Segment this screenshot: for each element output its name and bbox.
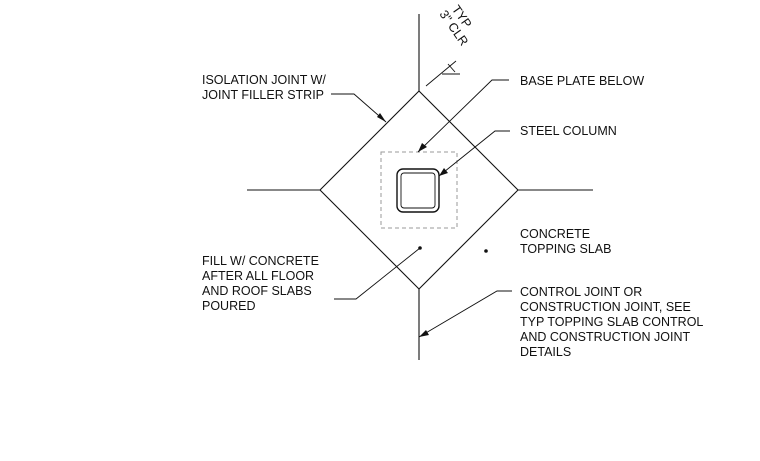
isolation-joint-callout: ISOLATION JOINT W/ JOINT FILLER STRIP	[202, 73, 387, 123]
isolation-joint-arrow	[377, 113, 386, 122]
base-plate-arrow	[418, 143, 427, 152]
base-plate-label: BASE PLATE BELOW	[520, 74, 644, 88]
fill-concrete-callout: FILL W/ CONCRETE AFTER ALL FLOOR AND ROO…	[202, 246, 422, 313]
topping-slab-dot	[484, 249, 488, 253]
clearance-dimension-tick	[447, 63, 456, 73]
topping-slab-callout: CONCRETE TOPPING SLAB	[484, 227, 611, 256]
clearance-dimension-line	[425, 60, 457, 87]
control-joint-callout: CONTROL JOINT OR CONSTRUCTION JOINT, SEE…	[418, 285, 703, 359]
isolation-joint-label-line1: ISOLATION JOINT W/	[202, 73, 326, 87]
fill-concrete-label-line1: FILL W/ CONCRETE	[202, 254, 319, 268]
control-joint-label-line3: TYP TOPPING SLAB CONTROL	[520, 315, 703, 329]
control-joint-label-line1: CONTROL JOINT OR	[520, 285, 642, 299]
base-plate-outline	[380, 151, 458, 229]
isolation-joint-leader	[331, 93, 387, 123]
steel-column-callout: STEEL COLUMN	[438, 124, 617, 177]
control-joint-label-line5: DETAILS	[520, 345, 571, 359]
isolation-joint-diamond	[319, 90, 519, 290]
steel-column-inner	[400, 172, 436, 209]
steel-column-outer	[396, 168, 440, 213]
fill-concrete-label-line3: AND ROOF SLABS	[202, 284, 312, 298]
control-joint-label-line2: CONSTRUCTION JOINT, SEE	[520, 300, 691, 314]
base-plate-leader	[417, 79, 509, 153]
steel-column-arrow	[439, 168, 448, 176]
control-joint-leader	[418, 290, 512, 338]
fill-concrete-label-line2: AFTER ALL FLOOR	[202, 269, 314, 283]
control-joint-label-line4: AND CONSTRUCTION JOINT	[520, 330, 691, 344]
topping-slab-label-line1: CONCRETE	[520, 227, 590, 241]
steel-column-leader	[438, 130, 510, 177]
control-joint-arrow	[419, 330, 429, 337]
steel-column-label: STEEL COLUMN	[520, 124, 617, 138]
base-plate-callout: BASE PLATE BELOW	[417, 74, 644, 153]
fill-concrete-leader	[334, 247, 421, 300]
fill-concrete-label-line4: POURED	[202, 299, 255, 313]
isolation-joint-label-line2: JOINT FILLER STRIP	[202, 88, 324, 102]
topping-slab-label-line2: TOPPING SLAB	[520, 242, 611, 256]
clearance-note: 3" CLR TYP	[437, 3, 475, 49]
